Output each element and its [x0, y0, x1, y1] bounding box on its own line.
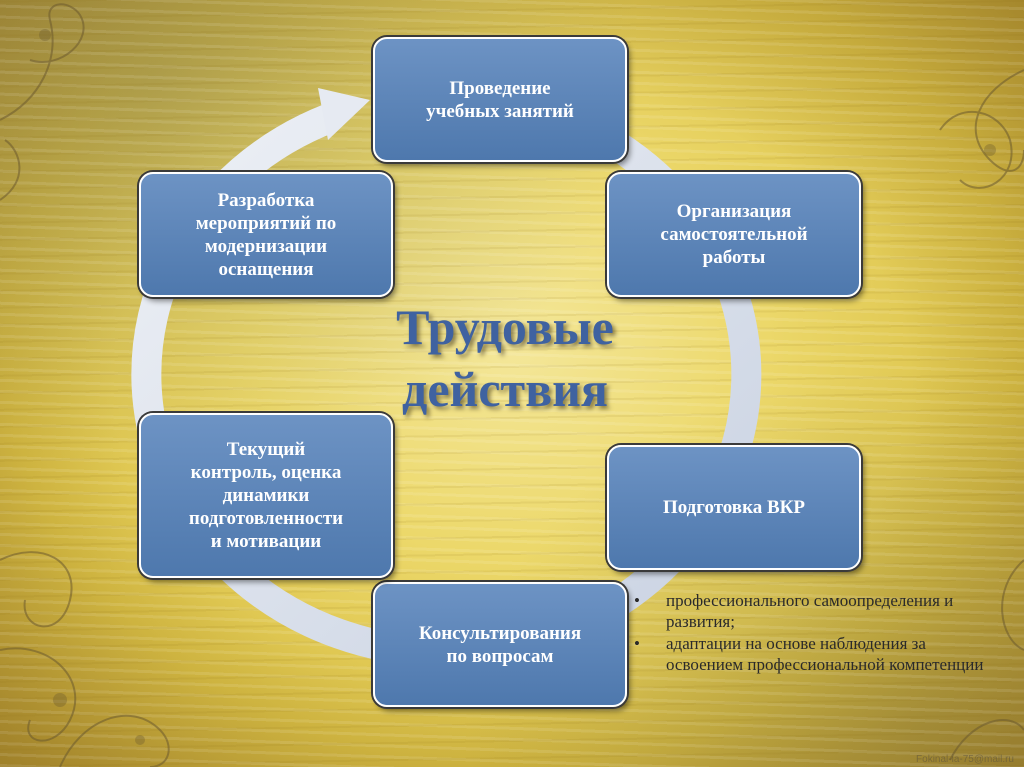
box-vkr-preparation: Подготовка ВКР: [607, 445, 861, 570]
note-text: профессионального самоопределения и разв…: [666, 591, 954, 631]
bullet-icon: •: [634, 634, 640, 653]
note-item: • адаптации на основе наблюдения за осво…: [630, 633, 1000, 675]
note-item: • профессионального самоопределения и ра…: [630, 590, 1000, 632]
box-conducting-classes: Проведение учебных занятий: [373, 37, 627, 162]
box-independent-work: Организация самостоятельной работы: [607, 172, 861, 297]
footer-email: Fokinal-ia-75@mail.ru: [916, 754, 1014, 765]
center-title: Трудовые действия: [396, 299, 614, 417]
note-text: адаптации на основе наблюдения за освоен…: [666, 634, 984, 674]
cycle-arrow-head: [318, 88, 370, 140]
bullet-icon: •: [634, 591, 640, 610]
box-consultations: Консультирования по вопросам: [373, 582, 627, 707]
box-modernization: Разработка мероприятий по модернизации о…: [139, 172, 393, 297]
box-current-control: Текущий контроль, оценка динамики подгот…: [139, 413, 393, 578]
notes-list: • профессионального самоопределения и ра…: [630, 590, 1000, 676]
